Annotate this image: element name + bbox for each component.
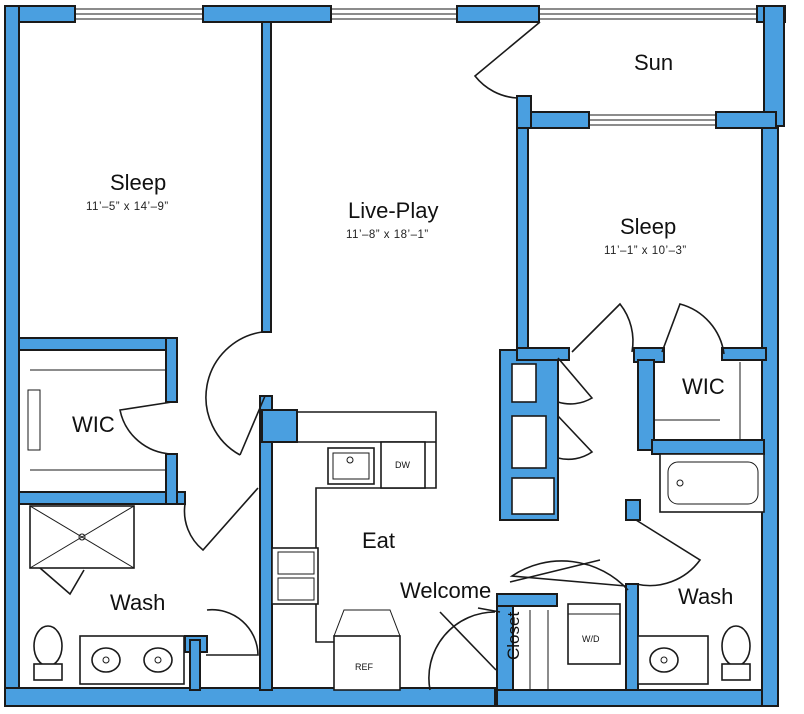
interior-wall bbox=[18, 491, 186, 505]
interior-wall bbox=[496, 593, 558, 607]
door-swing bbox=[509, 560, 629, 591]
room-name-sleep-left: Sleep bbox=[110, 170, 166, 195]
interior-wall bbox=[625, 583, 639, 691]
stove bbox=[271, 547, 319, 605]
room-name-sleep-right: Sleep bbox=[620, 214, 676, 239]
door-swing bbox=[119, 401, 173, 455]
interior-wall bbox=[651, 439, 765, 455]
interior-wall bbox=[516, 95, 532, 129]
exterior-wall bbox=[4, 5, 20, 707]
interior-wall bbox=[261, 409, 298, 443]
interior-wall bbox=[516, 347, 570, 361]
door-swing bbox=[509, 559, 601, 583]
door-swing bbox=[557, 415, 594, 461]
door-swing bbox=[428, 611, 496, 691]
kitchen-counter bbox=[296, 411, 437, 643]
room-labels: Sleep 11’–5” x 14’–9” Live-Play 11’–8” x… bbox=[72, 50, 733, 660]
sink bbox=[91, 647, 121, 673]
room-name-welcome: Welcome bbox=[400, 578, 491, 603]
washer-dryer-label: W/D bbox=[582, 634, 600, 644]
room-name-wic-left: WIC bbox=[72, 412, 115, 437]
room-dims-sleep-right: 11’–1” x 10’–3” bbox=[604, 245, 687, 257]
room-dims-sleep-left: 11’–5” x 14’–9” bbox=[86, 201, 169, 213]
interior-wall bbox=[165, 453, 178, 505]
room-name-wash-left: Wash bbox=[110, 590, 165, 615]
room-dims-live-play: 11’–8” x 18’–1” bbox=[346, 229, 429, 241]
room-name-eat: Eat bbox=[362, 528, 395, 553]
toilet bbox=[721, 625, 751, 667]
sink bbox=[649, 647, 679, 673]
exterior-wall bbox=[456, 5, 540, 23]
dishwasher bbox=[380, 441, 426, 489]
interior-wall bbox=[721, 347, 767, 361]
interior-wall bbox=[637, 359, 655, 451]
door-swing bbox=[661, 303, 725, 355]
dishwasher-label: DW bbox=[395, 460, 410, 470]
room-name-wic-right: WIC bbox=[682, 374, 725, 399]
interior-wall bbox=[625, 499, 641, 521]
refrigerator-label: REF bbox=[355, 662, 374, 672]
doors bbox=[119, 21, 725, 691]
interior-wall bbox=[516, 127, 529, 351]
refrigerator bbox=[333, 635, 401, 691]
room-name-closet: Closet bbox=[504, 612, 523, 660]
door-swing bbox=[205, 331, 263, 456]
interior-wall bbox=[18, 337, 178, 351]
room-name-live-play: Live-Play bbox=[348, 198, 438, 223]
door-swing bbox=[183, 487, 259, 552]
exterior-wall bbox=[763, 5, 785, 127]
interior-wall bbox=[189, 639, 201, 691]
door-swing bbox=[635, 519, 702, 587]
walls bbox=[4, 5, 786, 707]
interior-wall bbox=[259, 395, 273, 691]
exterior-wall bbox=[4, 687, 496, 707]
door-swing bbox=[571, 302, 634, 353]
interior-wall bbox=[715, 111, 777, 129]
exterior-wall bbox=[496, 689, 779, 707]
room-name-sun: Sun bbox=[634, 50, 673, 75]
exterior-wall bbox=[202, 5, 332, 23]
door-swing bbox=[557, 357, 594, 405]
room-name-wash-right: Wash bbox=[678, 584, 733, 609]
interior-wall bbox=[261, 21, 272, 333]
fixtures: DW REF W/ bbox=[27, 362, 765, 691]
kitchen-sink bbox=[327, 447, 375, 485]
toilet bbox=[33, 625, 63, 667]
interior-wall bbox=[165, 337, 178, 403]
door-swing bbox=[206, 608, 259, 656]
door-swing bbox=[473, 21, 541, 99]
sink bbox=[143, 647, 173, 673]
exterior-wall bbox=[761, 125, 779, 707]
